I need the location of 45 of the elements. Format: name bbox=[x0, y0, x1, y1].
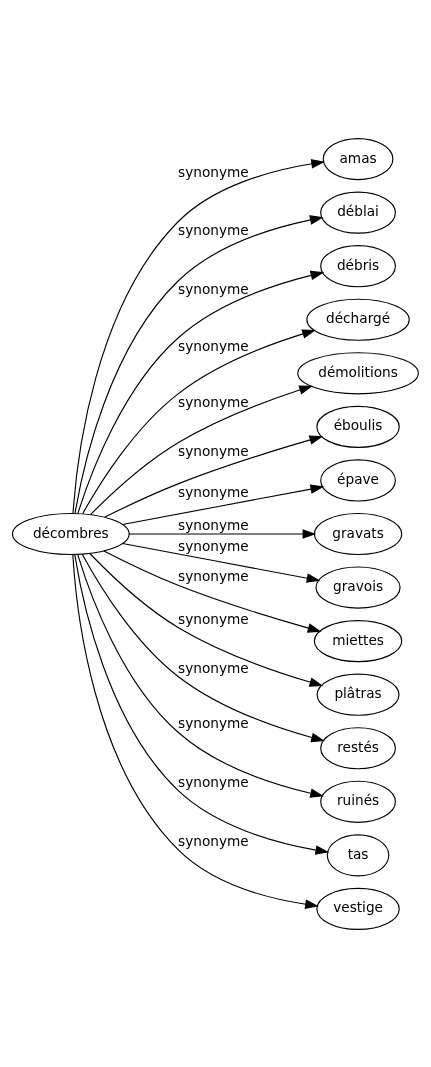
arrow bbox=[72, 553, 319, 909]
edge-label: synonyme bbox=[178, 832, 249, 849]
node-ellipse: débris bbox=[320, 244, 396, 287]
edge-label: synonyme bbox=[178, 567, 249, 584]
node-ellipse: amas bbox=[322, 137, 394, 180]
arrow bbox=[122, 483, 325, 525]
node-ellipse: vestige bbox=[316, 887, 400, 930]
arrow bbox=[82, 328, 316, 514]
arrow bbox=[104, 434, 324, 518]
arrow bbox=[81, 553, 325, 742]
edge-label: synonyme bbox=[178, 659, 249, 676]
edge-label: synonyme bbox=[178, 442, 249, 459]
arrow bbox=[77, 553, 324, 798]
arrow bbox=[89, 552, 324, 687]
edge-label: synonyme bbox=[178, 393, 249, 410]
node-ellipse: déchargé bbox=[306, 298, 410, 341]
edge-label: synonyme bbox=[178, 221, 249, 238]
edge-label: synonyme bbox=[178, 714, 249, 731]
edge-label: synonyme bbox=[178, 483, 249, 500]
node-ellipse: ruinés bbox=[320, 780, 396, 823]
node-ellipse: tas bbox=[326, 833, 390, 876]
arrow bbox=[103, 549, 322, 633]
edge-label: synonyme bbox=[178, 516, 249, 533]
node-ellipse: miettes bbox=[313, 619, 403, 662]
node-ellipse: décombres bbox=[11, 512, 130, 555]
arrow bbox=[90, 384, 313, 515]
node-ellipse: gravats bbox=[313, 512, 403, 555]
node-ellipse: éboulis bbox=[316, 405, 400, 448]
arrow bbox=[72, 158, 325, 514]
arrow bbox=[74, 553, 330, 855]
edge-label: synonyme bbox=[178, 773, 249, 790]
node-ellipse: gravois bbox=[315, 565, 401, 609]
edge-label: synonyme bbox=[178, 163, 249, 180]
arrow bbox=[77, 270, 325, 514]
node-ellipse: restés bbox=[320, 726, 396, 769]
edge-label: synonyme bbox=[178, 337, 249, 354]
node-ellipse: plâtras bbox=[316, 673, 400, 716]
node-ellipse: déblai bbox=[320, 191, 396, 234]
edge-label: synonyme bbox=[178, 610, 249, 627]
node-ellipse: épave bbox=[320, 458, 396, 501]
arrow bbox=[74, 214, 324, 514]
arrow bbox=[122, 542, 321, 583]
edge-label: synonyme bbox=[178, 280, 249, 297]
edge-label: synonyme bbox=[178, 537, 249, 554]
arrow bbox=[128, 528, 317, 539]
